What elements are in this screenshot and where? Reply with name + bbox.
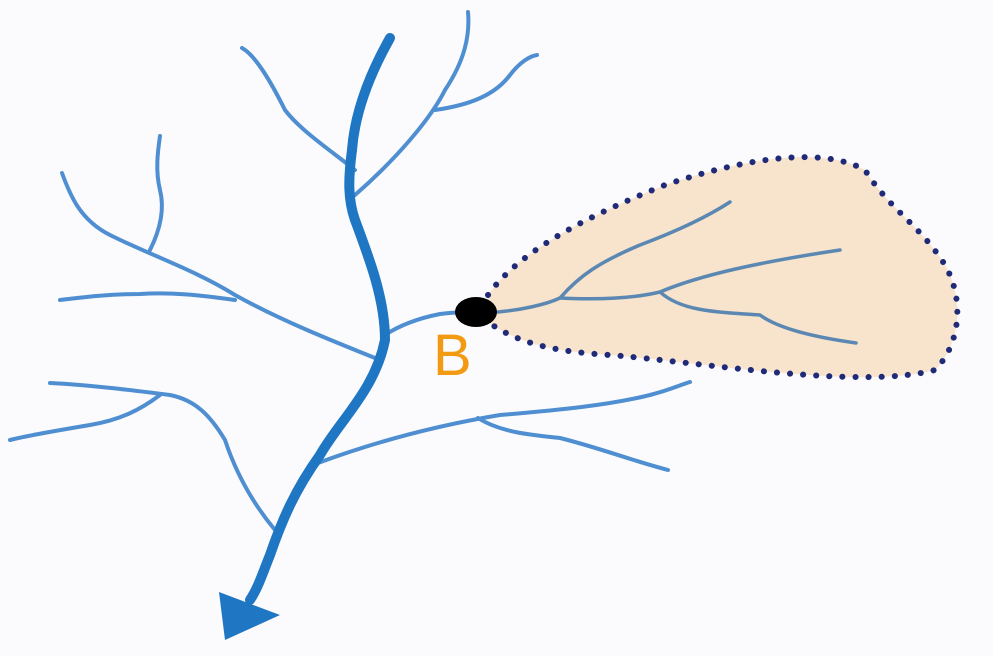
- basin-stream-upper: [496, 200, 732, 314]
- tributary-left-lower-branch: [8, 393, 162, 442]
- tributary-top-right-branch: [433, 53, 539, 112]
- outlet-point-label: B: [433, 323, 472, 388]
- basin-stream-middle: [558, 248, 842, 301]
- tributary-left-lower: [48, 381, 277, 532]
- tributary-top-right: [353, 10, 471, 197]
- outlet-point-marker: [455, 297, 497, 327]
- basin-stream-lower: [658, 290, 858, 345]
- tributary-left-upper: [60, 171, 382, 362]
- tributary-left-middle: [58, 291, 237, 302]
- tributary-right-lower-branch: [476, 416, 670, 472]
- main-river: [245, 33, 395, 605]
- flow-direction-arrowhead: [219, 592, 280, 640]
- tributary-right-lower: [316, 380, 692, 465]
- tributary-left-upper-branch: [148, 134, 164, 252]
- drainage-basin-boundary: [485, 154, 961, 381]
- tributary-top-left: [240, 46, 357, 172]
